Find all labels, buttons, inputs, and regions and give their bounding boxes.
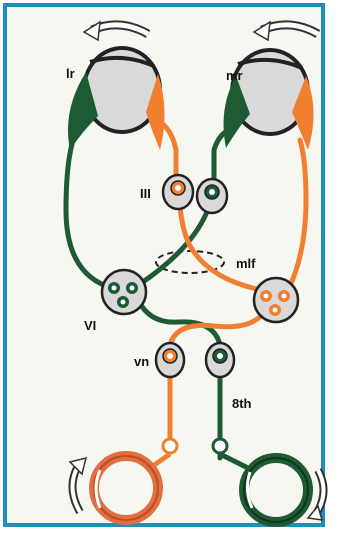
iii-orange-neuron-icon (161, 173, 195, 211)
label-vn: vn (134, 354, 149, 369)
orange-ganglion-icon (161, 437, 179, 455)
label-mlf: mlf (236, 256, 256, 271)
vn-green-neuron-icon (204, 341, 236, 379)
green-pathway (63, 125, 239, 461)
left-eye-icon (68, 46, 165, 150)
green-ganglion-icon (211, 437, 229, 455)
iii-green-neuron-icon (195, 177, 229, 215)
vi-orange-neuron-icon (252, 276, 300, 324)
orange-pathway (157, 119, 309, 441)
mlf-ellipse (155, 250, 225, 274)
left-canal-rotation-arrow-icon (68, 456, 88, 515)
left-canal-icon (89, 451, 172, 525)
right-eye-icon (223, 48, 314, 150)
right-canal-rotation-arrow-icon (306, 468, 328, 521)
label-iii: III (140, 186, 151, 201)
label-vi: VI (84, 318, 96, 333)
left-eye-rotation-arrow-icon (82, 20, 151, 42)
right-canal-icon (218, 451, 313, 527)
label-lr: lr (66, 66, 75, 81)
vi-green-neuron-icon (100, 268, 148, 316)
label-8th: 8th (232, 396, 252, 411)
label-mr: mr (226, 68, 243, 83)
vn-orange-neuron-icon (154, 341, 186, 379)
right-eye-rotation-arrow-icon (252, 20, 321, 42)
